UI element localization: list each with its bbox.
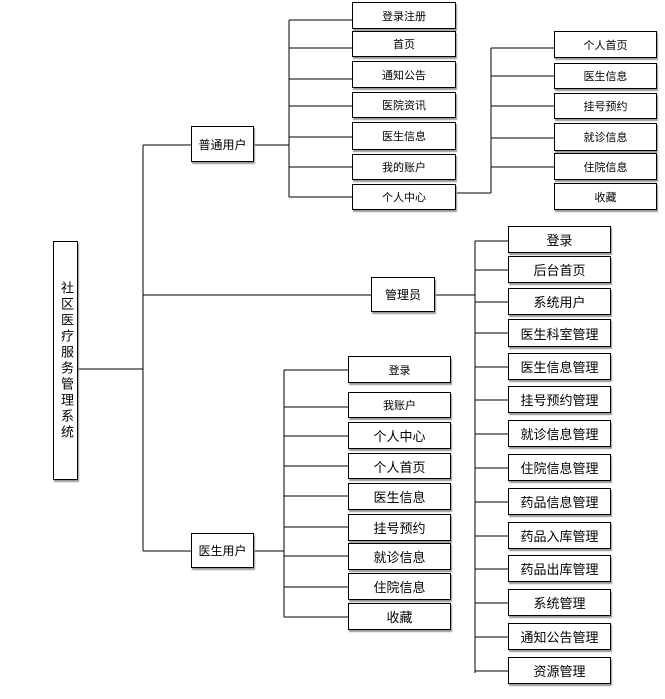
- item-label: 收藏: [386, 611, 413, 626]
- doctor-user-item: 登录: [348, 356, 451, 383]
- doctor-user-label: 医生用户: [198, 544, 247, 558]
- admin-item: 系统管理: [508, 589, 611, 616]
- personal-center-item: 医生信息: [554, 63, 657, 89]
- ordinary-user-item: 登录注册: [352, 2, 456, 29]
- item-label: 药品出库管理: [520, 563, 599, 578]
- personal-center-item: 收藏: [554, 183, 657, 210]
- item-label: 首页: [393, 38, 415, 51]
- item-label: 个人中心: [373, 430, 426, 445]
- item-label: 住院信息: [583, 160, 628, 174]
- admin-item: 通知公告管理: [508, 623, 611, 650]
- item-label: 登录: [388, 363, 411, 377]
- admin-item: 资源管理: [508, 657, 611, 684]
- ordinary-user-item: 首页: [352, 31, 456, 57]
- personal-center-item: 个人首页: [554, 31, 657, 58]
- doctor-user-item: 医生信息: [348, 483, 451, 510]
- ordinary-user-node: 普通用户: [191, 126, 254, 162]
- admin-item: 登录: [508, 226, 611, 253]
- item-label: 医院资讯: [382, 99, 426, 112]
- item-label: 资源管理: [533, 665, 586, 680]
- item-label: 系统用户: [533, 296, 586, 311]
- personal-center-item: 就诊信息: [554, 123, 657, 151]
- admin-item: 挂号预约管理: [508, 386, 611, 413]
- doctor-user-item: 我账户: [348, 392, 451, 418]
- personal-center-item: 住院信息: [554, 153, 657, 180]
- item-label: 个人首页: [373, 460, 426, 476]
- admin-item: 医生科室管理: [508, 319, 611, 347]
- item-label: 我的账户: [382, 161, 426, 174]
- item-label: 就诊信息: [373, 551, 426, 566]
- item-label: 收藏: [594, 190, 617, 204]
- item-label: 通知公告: [382, 68, 426, 82]
- admin-item: 住院信息管理: [508, 454, 611, 481]
- item-label: 医生信息: [583, 70, 628, 83]
- doctor-user-item: 就诊信息: [348, 543, 451, 570]
- root-node: 社区医疗服务管理系统: [53, 241, 78, 480]
- item-label: 登录注册: [382, 9, 426, 23]
- item-label: 医生科室管理: [520, 327, 599, 343]
- admin-item: 就诊信息管理: [508, 420, 611, 447]
- doctor-user-node: 医生用户: [191, 533, 254, 568]
- item-label: 个人首页: [583, 38, 628, 52]
- doctor-user-item: 个人中心: [348, 422, 451, 449]
- item-label: 医生信息: [382, 130, 426, 143]
- item-label: 个人中心: [382, 191, 426, 204]
- admin-item: 医生信息管理: [508, 353, 611, 380]
- admin-item: 后台首页: [508, 256, 611, 283]
- item-label: 就诊信息: [583, 131, 628, 144]
- admin-item: 系统用户: [508, 288, 611, 315]
- item-label: 药品信息管理: [520, 496, 599, 511]
- item-label: 后台首页: [533, 264, 586, 279]
- admin-item: 药品入库管理: [508, 522, 611, 549]
- personal-center-item: 挂号预约: [554, 93, 657, 119]
- admin-label: 管理员: [384, 288, 421, 302]
- ordinary-user-item: 医院资讯: [352, 92, 456, 118]
- ordinary-user-item: 医生信息: [352, 122, 456, 150]
- doctor-user-item: 收藏: [348, 603, 451, 630]
- item-label: 住院信息: [373, 581, 426, 596]
- doctor-user-item: 个人首页: [348, 453, 451, 479]
- admin-item: 药品信息管理: [508, 488, 611, 515]
- ordinary-user-label: 普通用户: [198, 137, 247, 152]
- item-label: 药品入库管理: [520, 530, 599, 545]
- item-label: 系统管理: [533, 597, 586, 612]
- admin-node: 管理员: [371, 277, 435, 312]
- root-label: 社区医疗服务管理系统: [58, 280, 73, 441]
- item-label: 挂号预约: [373, 522, 426, 537]
- doctor-user-item: 住院信息: [348, 573, 451, 600]
- item-label: 登录: [546, 234, 573, 249]
- ordinary-user-item: 我的账户: [352, 154, 456, 180]
- item-label: 我账户: [383, 399, 416, 412]
- item-label: 挂号预约管理: [520, 394, 599, 409]
- personal-center-node: 个人中心: [352, 184, 456, 210]
- item-label: 住院信息管理: [520, 462, 599, 477]
- ordinary-user-item: 通知公告: [352, 61, 456, 88]
- doctor-user-item: 挂号预约: [348, 514, 451, 541]
- item-label: 就诊信息管理: [520, 428, 599, 443]
- item-label: 医生信息管理: [520, 361, 599, 376]
- admin-item: 药品出库管理: [508, 555, 611, 582]
- item-label: 医生信息: [373, 491, 426, 506]
- item-label: 通知公告管理: [520, 631, 599, 646]
- item-label: 挂号预约: [583, 100, 628, 113]
